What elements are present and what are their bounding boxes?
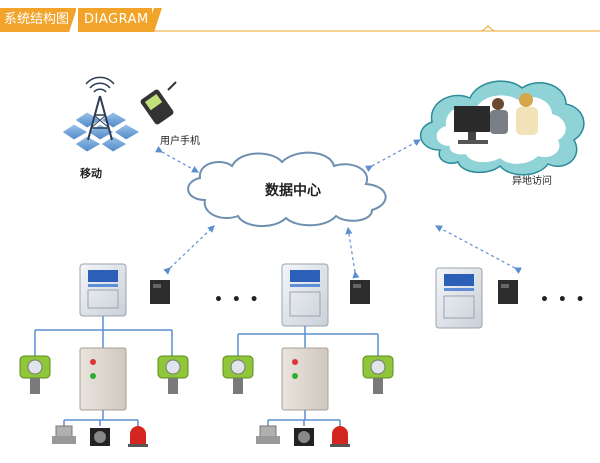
- header-title-cn: 系统结构图: [0, 8, 76, 32]
- gas-detector: [157, 355, 189, 394]
- station-3: [435, 267, 518, 329]
- gas-detector: [362, 355, 394, 394]
- alarm-light-icon: [330, 426, 350, 447]
- control-cabinet: [79, 347, 127, 411]
- gas-detector: [19, 355, 51, 394]
- exhaust-fan-icon: [294, 428, 314, 446]
- control-cabinet: [281, 347, 329, 411]
- gprs-module: [150, 280, 170, 304]
- link-station2-datacenter: [345, 226, 360, 279]
- mobile-tower-icon: [61, 76, 142, 153]
- gas-detector: [222, 355, 254, 394]
- link-station1-datacenter: [163, 225, 215, 275]
- remote-access-label: 异地访问: [512, 176, 552, 187]
- phone-label: 用户手机: [160, 136, 200, 147]
- header-title-en: DIAGRAM: [78, 8, 152, 32]
- gprs-module: [498, 280, 518, 304]
- ellipsis-1: • • •: [214, 292, 261, 308]
- link-station3-datacenter: [434, 225, 522, 274]
- mobile-phone-icon: [140, 81, 177, 125]
- station-1: [19, 263, 189, 447]
- solenoid-valve-icon: [256, 425, 280, 444]
- solenoid-valve-icon: [52, 425, 76, 444]
- mobile-label: 移动: [80, 167, 102, 180]
- alarm-light-icon: [128, 426, 148, 447]
- exhaust-fan-icon: [90, 428, 110, 446]
- remote-users-icon: [454, 93, 538, 144]
- gprs-module: [350, 280, 370, 304]
- station-2: [222, 263, 394, 447]
- link-datacenter-remote: [365, 139, 422, 173]
- ellipsis-2: • • •: [540, 292, 587, 308]
- datacenter-cloud: [187, 151, 387, 227]
- datacenter-label: 数据中心: [265, 183, 321, 199]
- header-notch: [481, 25, 495, 32]
- link-mobile-datacenter: [155, 145, 200, 173]
